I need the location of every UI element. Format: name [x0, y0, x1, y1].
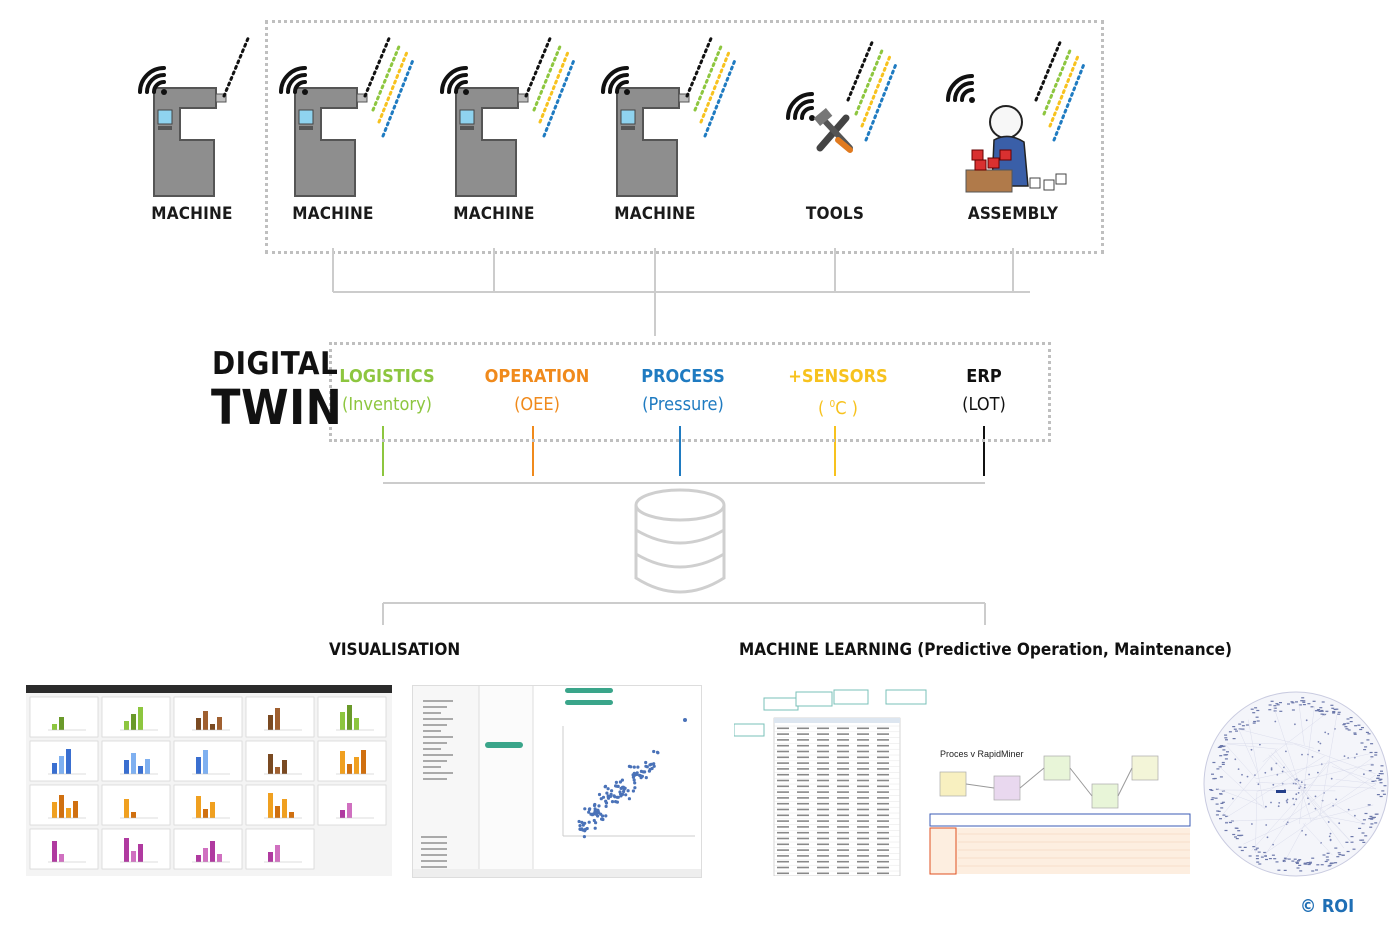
- dashboard-thumbnail: [26, 685, 392, 876]
- twin-category-operation-sub: (OEE): [514, 394, 560, 415]
- twin-category-process-sub: (Pressure): [642, 394, 724, 415]
- twin-category-logistics-title: LOGISTICS: [339, 366, 435, 387]
- device-label-tools: TOOLS: [805, 204, 865, 224]
- machine-icon-1: [138, 34, 251, 197]
- section-visualisation: VISUALISATION: [329, 640, 461, 660]
- device-icons: [138, 34, 1086, 197]
- twin-category-process-title: PROCESS: [641, 366, 725, 387]
- twin-category-logistics: LOGISTICS (Inventory): [339, 363, 434, 419]
- machine-icon-2: [279, 34, 415, 197]
- machine-icon-4: [601, 34, 737, 197]
- network-graph-thumbnail: [1203, 691, 1389, 877]
- device-label-4: MACHINE: [614, 204, 696, 224]
- rapidminer-thumbnail: Proces v RapidMiner: [928, 740, 1194, 876]
- twin-category-erp: ERP (LOT): [962, 363, 1006, 419]
- database-icon: [634, 488, 726, 594]
- twin-category-logistics-sub: (Inventory): [342, 394, 432, 415]
- machine-icon-3: [440, 34, 576, 197]
- digital-twin-title-line1: DIGITAL: [212, 346, 339, 382]
- assembly-worker-icon: [946, 38, 1086, 193]
- digital-twin-title-line2: TWIN: [211, 380, 343, 436]
- twin-category-erp-sub: (LOT): [962, 394, 1006, 415]
- twin-category-erp-title: ERP: [966, 366, 1002, 387]
- device-label-1: MACHINE: [151, 204, 233, 224]
- devices-frame: [265, 20, 1104, 254]
- data-table-thumbnail: [734, 688, 930, 876]
- scatter-tool-thumbnail: [412, 685, 702, 878]
- device-label-2: MACHINE: [292, 204, 374, 224]
- twin-category-operation: OPERATION (OEE): [485, 363, 590, 419]
- twin-category-sensors-title: +SENSORS: [788, 366, 888, 387]
- digital-twin-frame: [329, 342, 1051, 442]
- device-label-3: MACHINE: [453, 204, 535, 224]
- twin-category-sensors: +SENSORS ( 0C ): [788, 363, 887, 423]
- device-label-assembly: ASSEMBLY: [967, 204, 1059, 224]
- twin-category-process: PROCESS (Pressure): [641, 363, 725, 419]
- section-machine-learning: MACHINE LEARNING (Predictive Operation, …: [739, 640, 1233, 660]
- rapidminer-title: Proces v RapidMiner: [940, 749, 1024, 759]
- copyright: © ROI: [1300, 896, 1355, 917]
- twin-category-sensors-sub: ( 0C ): [818, 398, 858, 419]
- twin-category-operation-title: OPERATION: [484, 366, 590, 387]
- tools-icon: [786, 38, 898, 153]
